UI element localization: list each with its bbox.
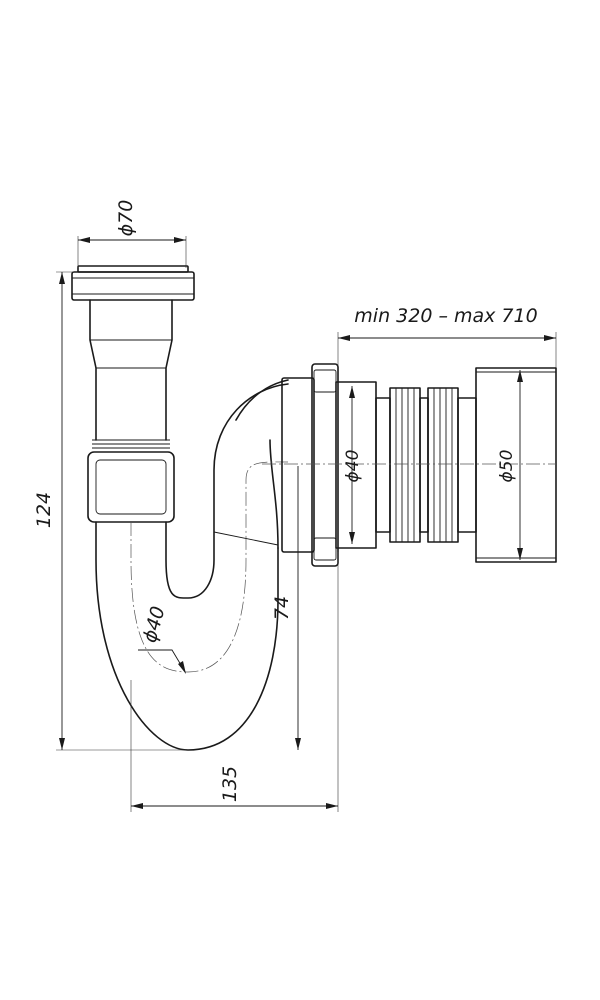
union-nut	[87, 451, 175, 523]
tail-piece	[89, 299, 173, 453]
dim-trap-diameter: ϕ40	[138, 604, 186, 674]
outlet-pipe	[475, 367, 557, 563]
dim-width: 135	[130, 552, 339, 812]
dim-outlet-diameter: ϕ50	[497, 370, 523, 560]
trap-tube	[95, 379, 289, 751]
label-top-diameter: ϕ70	[115, 200, 137, 237]
label-outlet-diameter: ϕ50	[497, 450, 517, 483]
label-width: 135	[219, 766, 241, 802]
label-inlet-diameter: ϕ40	[343, 450, 363, 483]
dim-outlet-height: 74	[271, 466, 301, 750]
dim-height: 124	[33, 271, 186, 751]
dim-hose-length: min 320 – max 710	[337, 305, 557, 368]
label-height: 124	[33, 492, 55, 528]
label-hose-length: min 320 – max 710	[354, 305, 537, 327]
dim-top-diameter: ϕ70	[77, 200, 187, 268]
label-trap-diameter: ϕ40	[139, 604, 170, 645]
top-flange	[71, 265, 195, 301]
corrugated-hose	[375, 387, 477, 543]
label-outlet-height: 74	[271, 596, 293, 620]
dim-inlet-diameter: ϕ40	[343, 386, 363, 544]
